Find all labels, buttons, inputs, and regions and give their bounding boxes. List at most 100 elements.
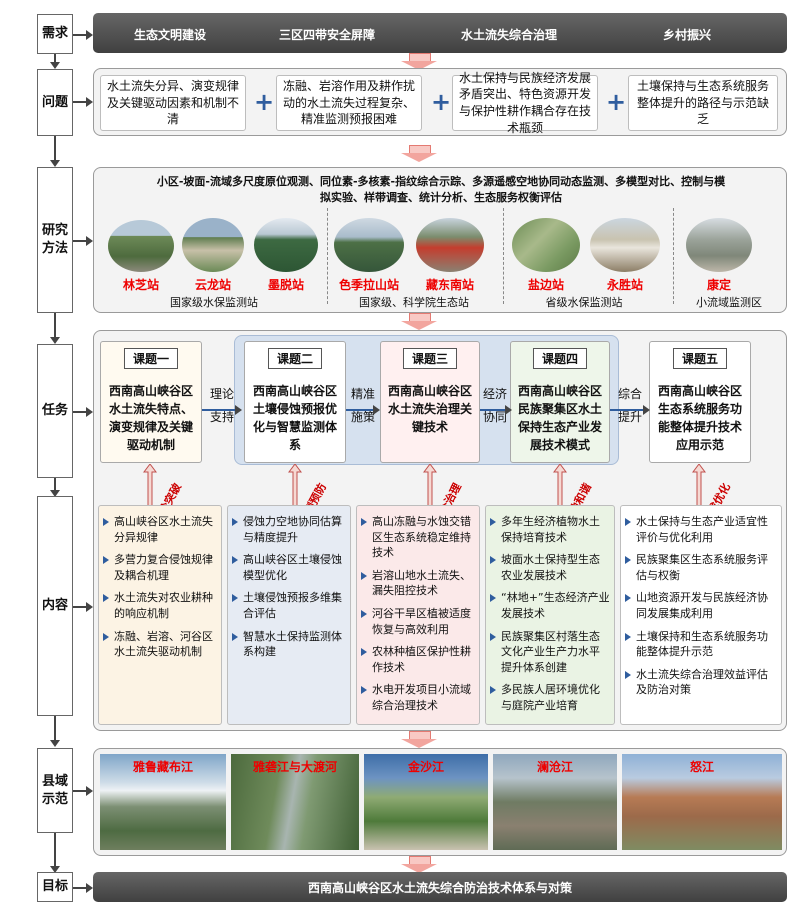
station-photo (686, 218, 752, 272)
content-item: 高山峡谷区土壤侵蚀模型优化 (232, 552, 346, 583)
content-item: 水土保持与生态产业适宜性评价与优化利用 (625, 514, 777, 545)
demo-photo: 雅砻江与大渡河 (231, 754, 359, 850)
plus-icon: + (254, 88, 275, 116)
content-item: 农林种植区保护性耕作技术 (361, 644, 475, 675)
station-photo (182, 218, 244, 272)
double-arrow (692, 464, 706, 524)
content-item: 水土流失综合治理效益评估及防治对策 (625, 667, 777, 698)
demand-item: 生态文明建设 (134, 28, 207, 42)
task-box: 课题一 西南高山峡谷区水土流失特点、演变规律及关键驱动机制 (100, 341, 202, 463)
task-label: 课题四 (532, 348, 588, 369)
demo-photo: 金沙江 (364, 754, 488, 850)
task-label: 课题三 (402, 348, 458, 369)
task-box: 课题四 西南高山峡谷区民族聚集区水土保持生态产业发展技术模式 (510, 341, 610, 463)
station-photo (108, 220, 174, 272)
station-name: 色季拉山站 (339, 278, 400, 292)
task-label: 课题五 (672, 348, 728, 369)
double-arrow (288, 464, 302, 524)
content-item: 多营力复合侵蚀规律及耦合机理 (103, 552, 217, 583)
content-item: 水土流失对农业耕种的响应机制 (103, 590, 217, 621)
content-item: 民族聚集区村落生态文化产业生产力水平提升体系创建 (490, 629, 610, 676)
problem-panel: 水土流失分异、演变规律及关键驱动因素和机制不清 + 冻融、岩溶作用及耕作扰动的水… (93, 68, 787, 136)
bridge-label: 综合提升 (617, 387, 642, 424)
task-title: 西南高山峡谷区水土流失治理关键技术 (387, 384, 472, 434)
method-panel: 小区-坡面-流域多尺度原位观测、同位素-多核素-指纹综合示踪、多源遥感空地协同动… (93, 167, 787, 313)
demand-bar: 生态文明建设 三区四带安全屏障 水土流失综合治理 乡村振兴 (93, 13, 787, 53)
demo-name: 雅鲁藏布江 (132, 760, 193, 774)
double-arrow (143, 464, 157, 524)
task-title: 西南高山峡谷区生态系统服务功能整体提升技术应用示范 (657, 384, 742, 452)
demand-item: 水土流失综合治理 (461, 28, 558, 42)
task-title: 西南高山峡谷区水土流失特点、演变规律及关键驱动机制 (108, 384, 193, 452)
content-item: 多民族人居环境优化与庭院产业培育 (490, 682, 610, 713)
task-label: 课题二 (267, 348, 323, 369)
demand-item: 三区四带安全屏障 (279, 28, 376, 42)
problem-box: 水土保持与民族经济发展矛盾突出、特色资源开发与保护性耕作耦合存在技术瓶颈 (452, 71, 598, 135)
bridge-label: 经济协同 (482, 387, 507, 424)
content-column: 高山冻融与水蚀交错区生态系统稳定维持技术 岩溶山地水土流失、漏失阻控技术 河谷干… (356, 505, 480, 725)
station-photo (254, 218, 318, 272)
demo-name: 澜沧江 (536, 760, 573, 774)
side-label-content: 内容 (37, 496, 73, 716)
station-photo (590, 218, 660, 272)
task-title: 西南高山峡谷区民族聚集区水土保持生态产业发展技术模式 (517, 384, 602, 452)
method-text: 小区-坡面-流域多尺度原位观测、同位素-多核素-指纹综合示踪、多源遥感空地协同动… (156, 175, 726, 204)
content-item: 坡面水土保持型生态农业发展技术 (490, 552, 610, 583)
station-photo (334, 218, 404, 272)
bridge-label: 精准施策 (350, 387, 375, 424)
flow-arrow (401, 313, 437, 330)
problem-box: 冻融、岩溶作用及耕作扰动的水土流失过程复杂、精准监测预报困难 (276, 75, 422, 131)
station-photo (416, 218, 484, 272)
side-label-problem: 问题 (37, 69, 73, 136)
task-label: 课题一 (123, 348, 179, 369)
content-item: 冻融、岩溶、河谷区水土流失驱动机制 (103, 629, 217, 660)
content-item: “林地+”生态经济产业发展技术 (490, 590, 610, 621)
task-title: 西南高山峡谷区土壤侵蚀预报优化与智慧监测体系 (252, 384, 337, 452)
demo-photo: 怒江 (622, 754, 782, 850)
flow-arrow (401, 856, 437, 873)
side-label-demand: 需求 (37, 14, 73, 54)
demo-name: 怒江 (689, 760, 714, 774)
content-item: 高山冻融与水蚀交错区生态系统稳定维持技术 (361, 514, 475, 561)
station-name: 云龙站 (194, 278, 231, 292)
station-group-label: 国家级水保监测站 (170, 296, 258, 309)
content-item: 侵蚀力空地协同估算与精度提升 (232, 514, 346, 545)
side-label-task: 任务 (37, 344, 73, 478)
task-box: 课题五 西南高山峡谷区生态系统服务功能整体提升技术应用示范 (649, 341, 751, 463)
station-name: 盐边站 (527, 278, 564, 292)
station-photo (512, 218, 580, 272)
plus-icon: + (431, 88, 452, 116)
content-item: 土壤侵蚀预报多维集合评估 (232, 590, 346, 621)
content-item: 多年生经济植物水土保持培育技术 (490, 514, 610, 545)
flow-arrow (401, 731, 437, 748)
station-group-label: 省级水保监测站 (545, 296, 623, 309)
content-item: 高山峡谷区水土流失分异规律 (103, 514, 217, 545)
side-label-goal: 目标 (37, 872, 73, 902)
station-name: 康定 (706, 278, 731, 292)
problem-box: 水土流失分异、演变规律及关键驱动因素和机制不清 (100, 75, 246, 131)
content-item: 土壤保持和生态系统服务功能整体提升示范 (625, 629, 777, 660)
station-group-label: 国家级、科学院生态站 (359, 296, 469, 309)
demo-panel: 雅鲁藏布江 雅砻江与大渡河 金沙江 澜沧江 怒江 (93, 748, 787, 856)
problem-box: 土壤保持与生态系统服务整体提升的路径与示范缺乏 (628, 75, 778, 131)
station-name: 林芝站 (122, 278, 159, 292)
goal-text: 西南高山峡谷区水土流失综合防治技术体系与对策 (307, 880, 572, 895)
flow-arrow (401, 145, 437, 162)
station-name: 永胜站 (606, 278, 643, 292)
side-label-demo: 县域示范 (37, 748, 73, 833)
demo-name: 雅砻江与大渡河 (252, 760, 337, 774)
content-column: 侵蚀力空地协同估算与精度提升 高山峡谷区土壤侵蚀模型优化 土壤侵蚀预报多维集合评… (227, 505, 351, 725)
content-item: 山地资源开发与民族经济协同发展集成利用 (625, 590, 777, 621)
demo-photo: 雅鲁藏布江 (100, 754, 226, 850)
content-item: 河谷干旱区植被适度恢复与高效利用 (361, 606, 475, 637)
task-box: 课题二 西南高山峡谷区土壤侵蚀预报优化与智慧监测体系 (244, 341, 346, 463)
content-item: 智慧水土保持监测体系构建 (232, 629, 346, 660)
demand-item: 乡村振兴 (663, 28, 712, 42)
station-group-label: 小流域监测区 (696, 296, 762, 309)
task-box: 课题三 西南高山峡谷区水土流失治理关键技术 (380, 341, 480, 463)
side-label-method: 研究方法 (37, 167, 73, 313)
bridge-label: 理论支持 (209, 387, 234, 424)
station-name: 藏东南站 (425, 278, 474, 292)
station-name: 墨脱站 (267, 278, 304, 292)
task-content-panel: 课题一 西南高山峡谷区水土流失特点、演变规律及关键驱动机制 课题二 西南高山峡谷… (93, 330, 787, 731)
